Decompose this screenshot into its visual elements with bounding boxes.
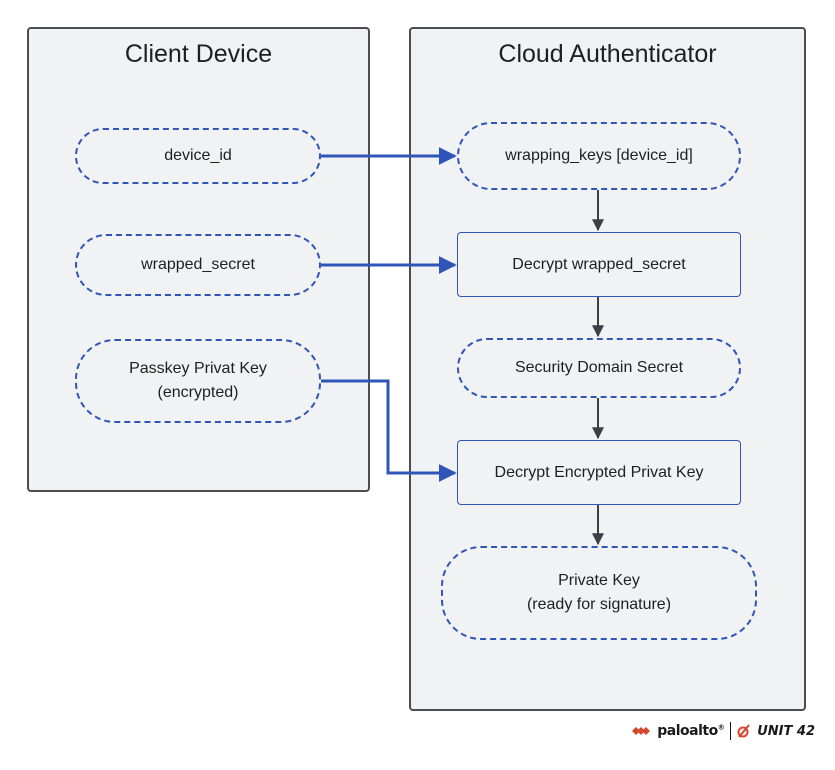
passkey-private-key-label: Passkey Privat Key [129, 360, 267, 377]
client-device-title: Client Device [124, 40, 273, 68]
private-key-ready-label: (ready for signature) [526, 596, 672, 613]
security-domain-secret-label: Security Domain Secret [514, 359, 684, 376]
decrypt-private-key-label: Decrypt Encrypted Privat Key [494, 463, 704, 481]
unit42-slash-icon [737, 724, 751, 738]
wrapping-keys-label: wrapping_keys [device_id] [505, 147, 693, 164]
logo-divider [730, 722, 732, 740]
wrapped-secret-node: wrapped_secret [75, 234, 321, 296]
wrapping-keys-node: wrapping_keys [device_id] [457, 122, 741, 190]
wrapped-secret-label: wrapped_secret [141, 256, 255, 273]
paloalto-mark-icon [632, 727, 651, 735]
paloalto-wordmark: paloalto® [657, 723, 725, 739]
unit42-wordmark: UNIT 42 [757, 723, 815, 739]
cloud-authenticator-title: Cloud Authenticator [498, 40, 717, 68]
private-key-label: Private Key [558, 572, 640, 589]
decrypt-private-key-node: Decrypt Encrypted Privat Key [457, 440, 741, 505]
passkey-private-key-node: Passkey Privat Key (encrypted) [75, 339, 321, 423]
passkey-encrypted-label: (encrypted) [157, 384, 239, 401]
decrypt-wrapped-secret-label: Decrypt wrapped_secret [512, 255, 686, 273]
paloalto-unit42-logo: paloalto® UNIT 42 [631, 722, 815, 740]
decrypt-wrapped-secret-node: Decrypt wrapped_secret [457, 232, 741, 297]
security-domain-secret-node: Security Domain Secret [457, 338, 741, 398]
passkey-to-decrypt-private-arrow [321, 379, 457, 482]
private-key-node: Private Key (ready for signature) [441, 546, 757, 640]
device-id-node: device_id [75, 128, 321, 184]
device-id-label: device_id [164, 147, 232, 164]
